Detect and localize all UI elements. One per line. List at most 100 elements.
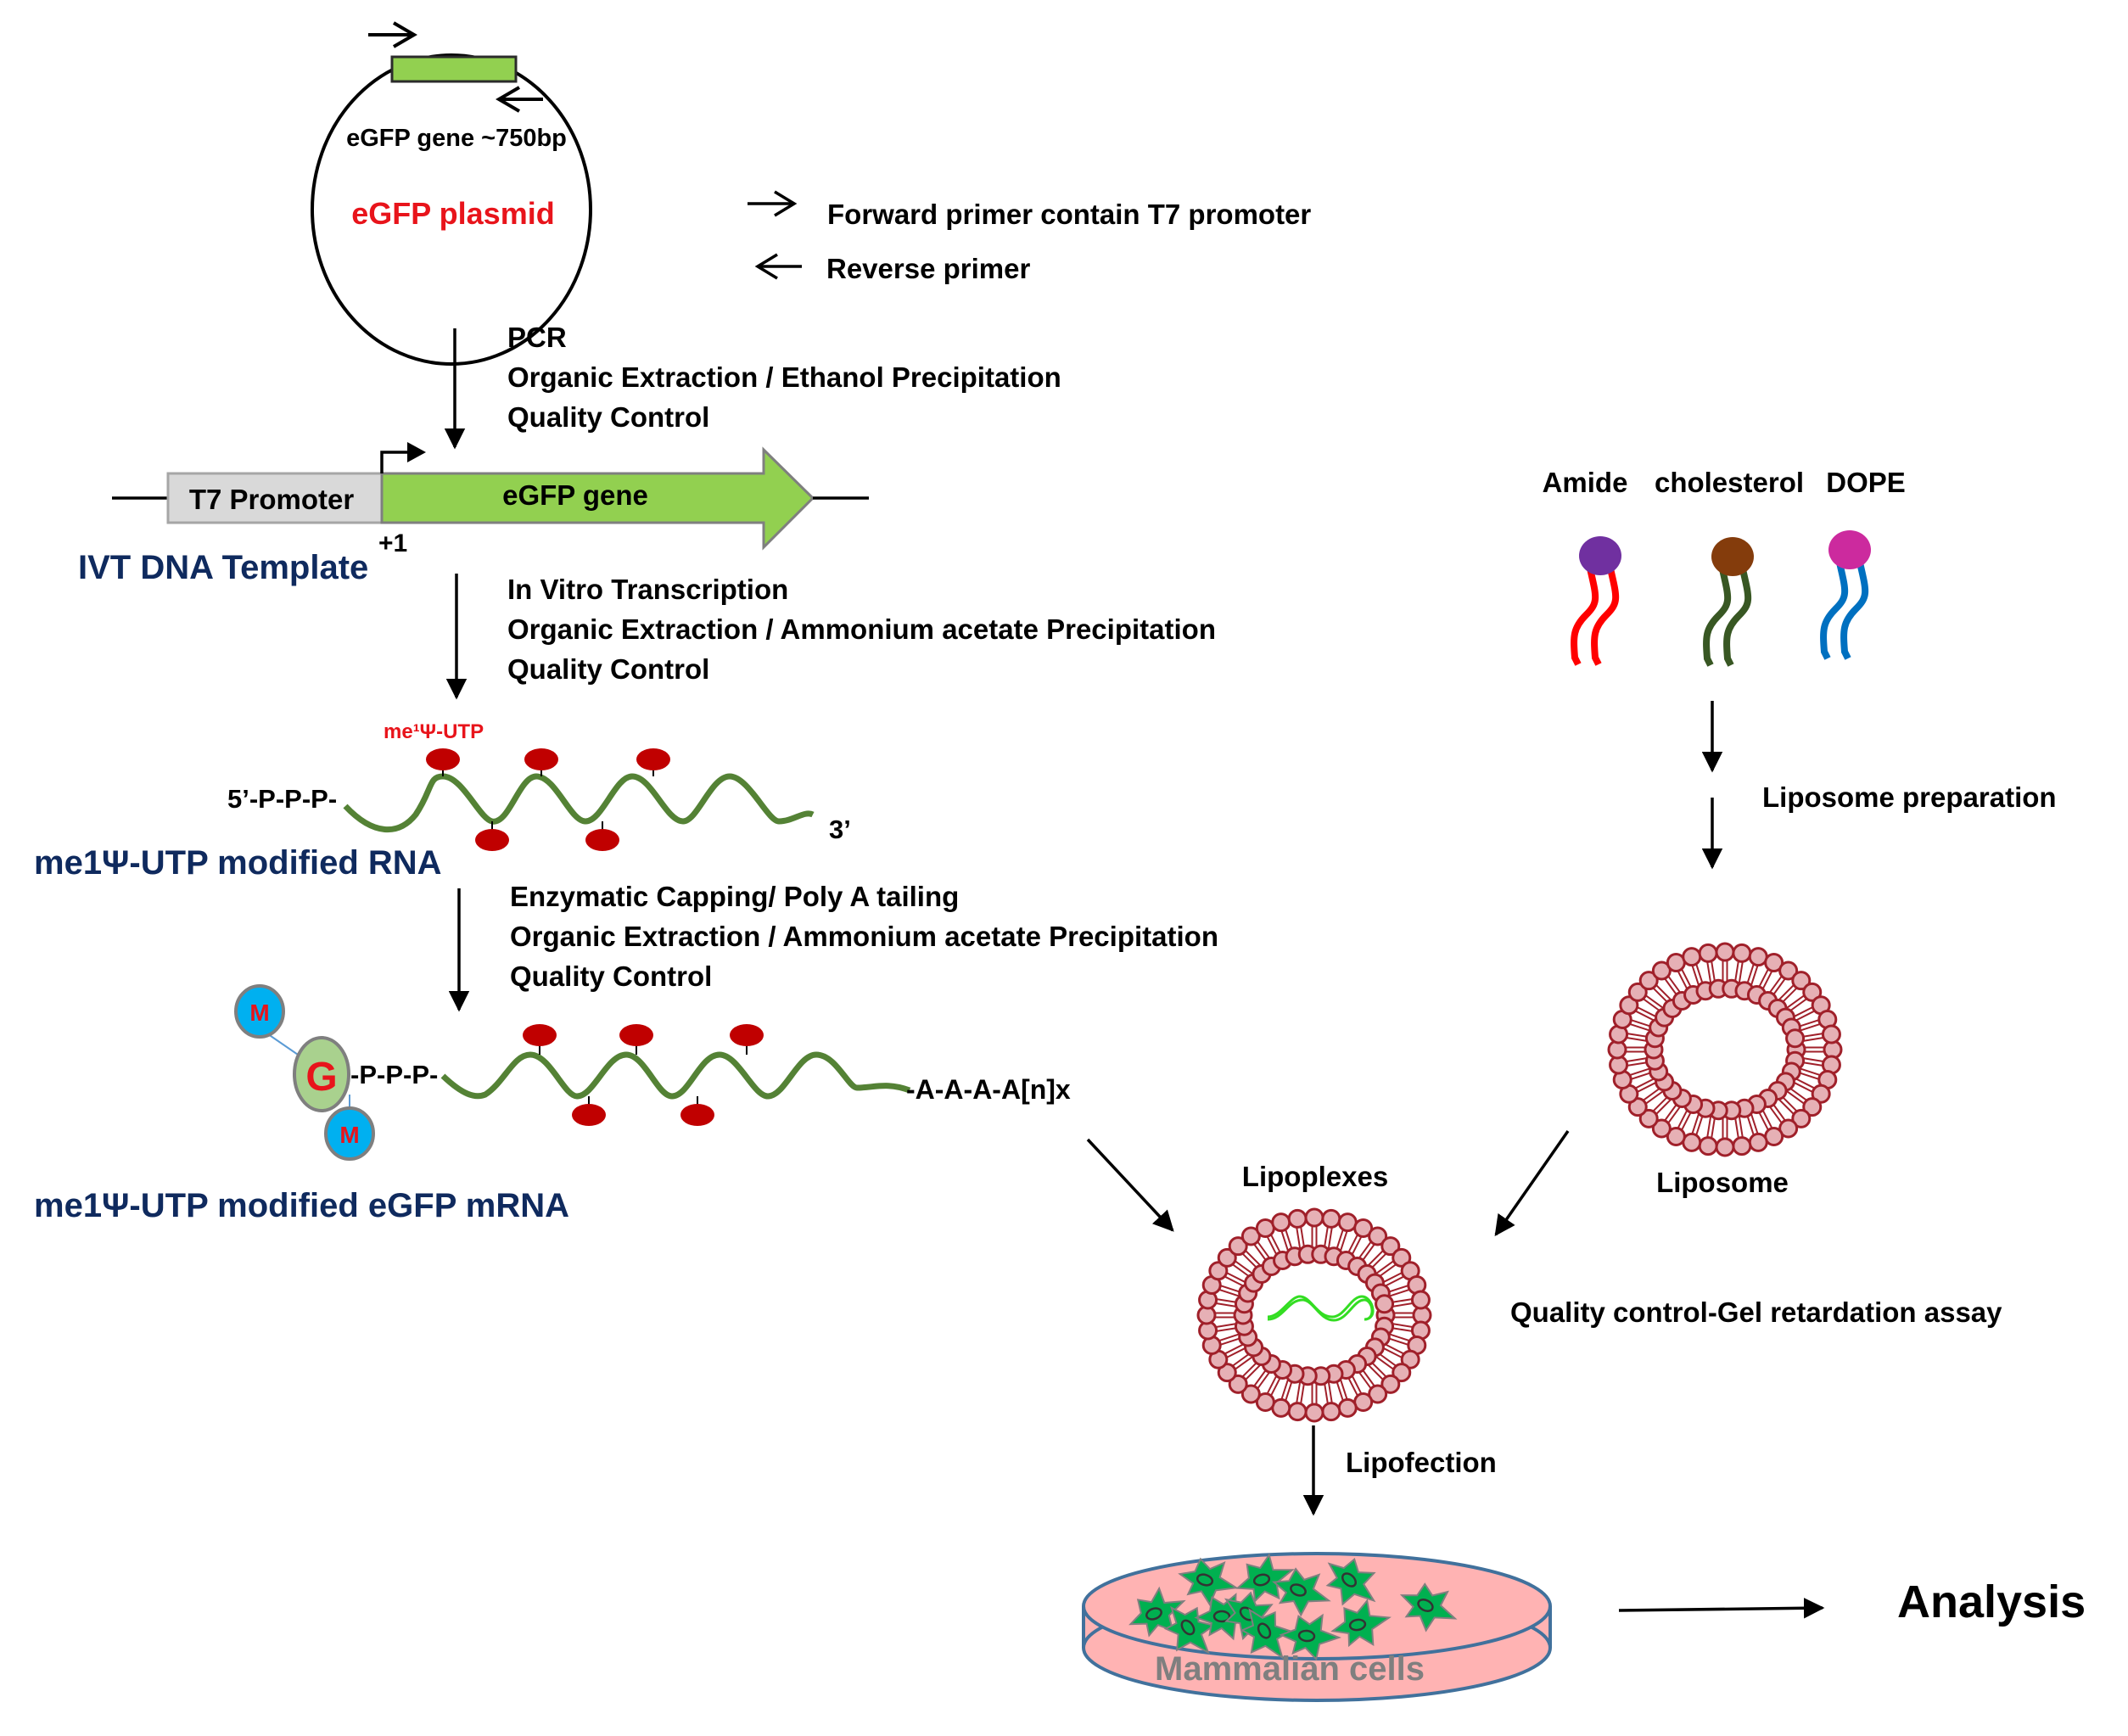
reverse-arrow-icon xyxy=(754,253,802,280)
lipid-head xyxy=(1380,1236,1401,1257)
lipid-tail xyxy=(1695,1114,1704,1135)
liposome-prep-label: Liposome preparation xyxy=(1762,781,2057,813)
lipid-tail xyxy=(1733,1117,1739,1139)
lipid-tail xyxy=(1224,1343,1245,1355)
lipid-tail xyxy=(1637,1006,1657,1018)
lipid-tail xyxy=(1270,1234,1282,1255)
lipid-tail xyxy=(1652,1095,1669,1112)
modification-marker xyxy=(619,1024,653,1046)
lipid-tail xyxy=(1667,1105,1682,1124)
lipid-head xyxy=(1711,537,1754,576)
capping-step-text: Enzymatic Capping/ Poly A tailing Organi… xyxy=(510,881,1218,992)
lipid-tail xyxy=(1631,1072,1652,1080)
lipid-tail xyxy=(1241,1252,1258,1269)
dish-label: Mammalian cells xyxy=(1155,1650,1425,1688)
lipid-tail xyxy=(1391,1326,1413,1332)
egfp-gene-box xyxy=(390,55,518,83)
lipid-head xyxy=(1682,947,1702,967)
lipid-tail xyxy=(1757,1110,1769,1131)
liposome-to-lipoplex-arrow xyxy=(1494,1129,1570,1237)
cell-nucleus xyxy=(1212,1610,1231,1623)
lipid-tail xyxy=(1652,987,1669,1004)
lipid-head xyxy=(1380,1374,1401,1394)
lipid-head xyxy=(1802,1097,1823,1117)
cell xyxy=(1240,1608,1292,1660)
lipid-tail xyxy=(1296,1381,1302,1403)
lipid-tail xyxy=(1840,562,1869,660)
lipid-tail xyxy=(1789,1087,1807,1101)
lipid-head xyxy=(1802,982,1823,1002)
lipid-tail xyxy=(1645,1090,1664,1105)
lipid-tail xyxy=(1323,1382,1329,1404)
lipid-head xyxy=(1392,1363,1412,1383)
lipid-tail xyxy=(1677,1108,1688,1128)
lipid-tail xyxy=(1643,998,1661,1012)
lipid-tail xyxy=(1711,1117,1716,1139)
lipid-tail xyxy=(1706,961,1712,983)
lipid-head xyxy=(1764,953,1784,973)
lipid-head xyxy=(1732,943,1752,963)
mrna-title: me1Ψ-UTP modified eGFP mRNA xyxy=(34,1187,569,1224)
lipid-head xyxy=(1228,1374,1248,1394)
modification-marker xyxy=(680,1104,714,1126)
lipid-head xyxy=(1579,536,1621,575)
modification-marker xyxy=(730,1024,764,1046)
lipid-head xyxy=(1287,1402,1308,1422)
modification-marker xyxy=(524,748,558,770)
lipid-tail xyxy=(1631,1019,1652,1028)
lipid-tail xyxy=(1711,960,1716,983)
lipid-head xyxy=(1240,1226,1261,1246)
lipid-tail xyxy=(1643,1087,1661,1101)
encapsulated-mrna-icon xyxy=(1267,1295,1375,1322)
lipid-head xyxy=(1785,1028,1806,1049)
primer-legend: Forward primer contain T7 promoter Rever… xyxy=(748,190,1311,284)
mrna-strand xyxy=(440,1051,911,1100)
lipid-head xyxy=(1698,1136,1718,1156)
lipid-head xyxy=(1748,1132,1768,1152)
lipid-tail xyxy=(1392,1323,1414,1328)
lipid-tail xyxy=(1723,568,1752,667)
plasmid: eGFP gene ~750bp eGFP plasmid xyxy=(311,21,592,366)
lipid-tail xyxy=(1266,1236,1278,1257)
lipid-tail xyxy=(1750,1113,1759,1134)
lipid-label-cholesterol: cholesterol xyxy=(1655,467,1804,498)
lipid-molecule xyxy=(1571,536,1621,666)
lipid-head xyxy=(1732,1136,1752,1156)
lipid-tail xyxy=(1635,1010,1655,1022)
lipid-head xyxy=(1811,1084,1831,1104)
cap-methyl-label: M xyxy=(249,1000,269,1026)
lipid-tail xyxy=(1358,1240,1372,1260)
lipid-tail xyxy=(1793,1081,1813,1093)
lipid-tail xyxy=(1235,1260,1253,1274)
pcr-step-text: PCR Organic Extraction / Ethanol Precipi… xyxy=(507,322,1061,433)
transcription-start-arrow-icon xyxy=(380,442,426,473)
lipid-head xyxy=(1627,1097,1648,1117)
lipid-tail xyxy=(1746,964,1755,985)
lipid-tail xyxy=(1798,1019,1819,1028)
lipid-head xyxy=(1638,1108,1659,1128)
rna-title: me1Ψ-UTP modified RNA xyxy=(34,844,442,882)
lipid-tail xyxy=(1761,971,1773,991)
lipid-tail xyxy=(1300,1382,1306,1404)
reverse-primer-arrow-icon xyxy=(496,86,543,113)
lipid-head xyxy=(1791,971,1812,991)
lipid-tail xyxy=(1768,1105,1783,1124)
lipid-tail xyxy=(1257,1240,1271,1260)
lipid-tail xyxy=(1351,1374,1363,1394)
cell-nucleus xyxy=(1180,1619,1196,1636)
lipid-head xyxy=(1375,1294,1395,1314)
modification-marker xyxy=(585,829,619,851)
forward-primer-arrow-icon xyxy=(368,21,417,48)
lipid-tail xyxy=(1750,965,1759,986)
lipid-tail xyxy=(1361,1368,1375,1387)
lipid-tail xyxy=(1655,1098,1672,1115)
modification-label: me¹Ψ-UTP xyxy=(384,720,484,743)
lipid-tail xyxy=(1241,1361,1258,1378)
lipid-tail xyxy=(1367,1250,1384,1267)
cell xyxy=(1279,1613,1341,1661)
lipid-tail xyxy=(1786,994,1805,1009)
lipid-tail xyxy=(1691,965,1700,986)
cell-nucleus xyxy=(1145,1607,1162,1621)
liposome xyxy=(1607,942,1843,1157)
modification-marker xyxy=(636,748,670,770)
